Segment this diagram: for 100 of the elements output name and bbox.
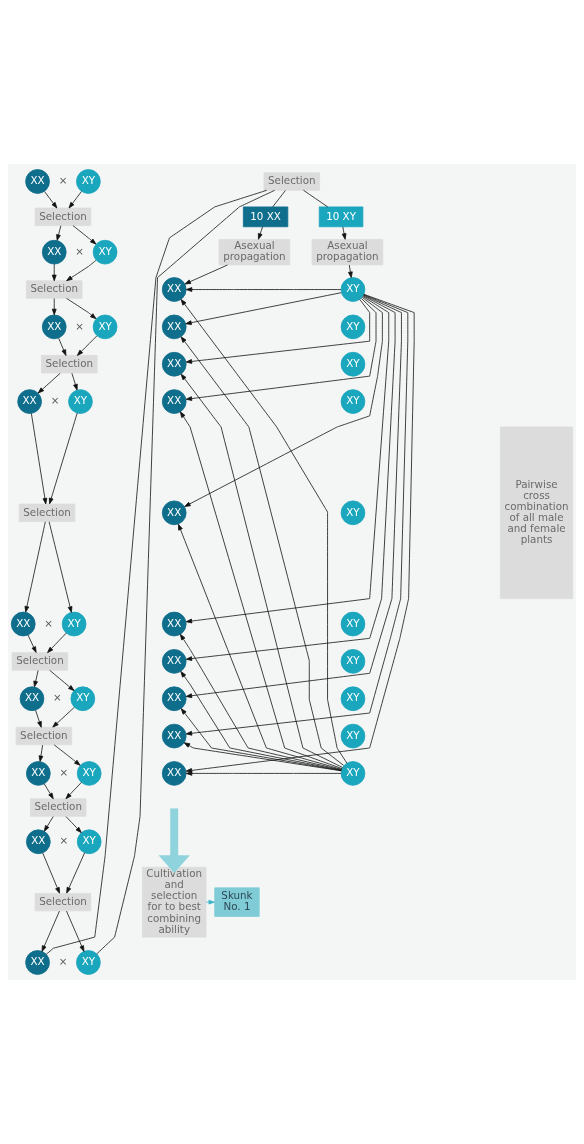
label: × [75, 319, 84, 332]
connector [272, 190, 286, 208]
arrow [47, 632, 67, 653]
node-circle: XY [340, 686, 366, 712]
arrow [184, 264, 228, 285]
node-box: Cultivation and selection for to best combining ability [142, 866, 207, 938]
arrow [38, 744, 44, 762]
node-box: Skunk No. 1 [214, 887, 260, 917]
arrow [42, 852, 60, 894]
arrow [180, 708, 342, 771]
node-circle: XX [19, 686, 45, 712]
node-box: Selection [34, 207, 92, 226]
label: × [53, 691, 62, 704]
arrow [348, 264, 353, 278]
arrow [66, 260, 97, 282]
label: × [75, 244, 84, 257]
node-circle: XX [161, 277, 187, 302]
node-circle: XY [76, 169, 101, 194]
arrow [178, 523, 343, 770]
arrow [52, 707, 75, 728]
arrow [72, 225, 97, 245]
node-circle: XX [161, 649, 187, 674]
arrow [180, 671, 342, 771]
arrow [35, 710, 42, 728]
node-box: Selection [15, 726, 73, 746]
node-box: Asexual propagation [311, 239, 384, 266]
arrow [205, 899, 215, 905]
node-box: Selection [11, 652, 69, 671]
arrow [43, 816, 54, 832]
arrow [185, 297, 377, 401]
node-circle: XX [161, 611, 187, 637]
node-circle: XY [340, 611, 366, 637]
node-circle: XX [161, 389, 187, 414]
arrow [53, 744, 81, 766]
arrow [51, 263, 57, 282]
node-circle: XX [41, 314, 67, 340]
arrow [66, 297, 97, 320]
connector [45, 189, 268, 955]
label: × [59, 766, 69, 779]
connector [96, 189, 276, 955]
arrow [48, 521, 73, 613]
node-circle: XY [340, 500, 366, 526]
label: × [58, 955, 68, 968]
node-circle: XX [41, 239, 67, 265]
node-circle: XY [340, 723, 366, 749]
node-box: Selection [34, 893, 92, 912]
arrow [24, 521, 46, 613]
arrow [65, 782, 82, 800]
node-circle: XY [340, 314, 366, 340]
node-circle: XX [17, 389, 42, 414]
node-circle: XX [25, 950, 50, 975]
node-box: 10 XX [242, 206, 289, 228]
label: × [44, 616, 53, 629]
node-box: Pairwise cross combination of all male and female plants [499, 426, 574, 599]
arrow [56, 225, 62, 241]
node-box: Selection [30, 798, 87, 817]
node-circle: XY [76, 829, 102, 855]
arrow [44, 191, 58, 209]
label: × [50, 394, 60, 407]
arrow [37, 372, 61, 394]
node-circle: XX [25, 169, 50, 194]
arrow [51, 298, 57, 316]
arrow [33, 670, 39, 688]
node-box: 10 XY [318, 206, 364, 228]
arrow [30, 413, 48, 505]
node-circle: XX [161, 351, 187, 377]
node-circle: XY [68, 389, 93, 414]
node-circle: XX [161, 686, 187, 712]
node-circle: XX [10, 611, 36, 637]
connector [303, 189, 329, 208]
arrow [76, 335, 98, 356]
arrow [65, 816, 82, 833]
node-circle: XX [26, 761, 51, 786]
node-circle: XX [26, 829, 51, 855]
arrow [257, 226, 263, 240]
label: × [59, 834, 69, 847]
arrow [179, 633, 342, 771]
arrow [41, 910, 60, 952]
arrow [185, 299, 371, 364]
node-circle: XX [161, 314, 187, 340]
arrow [43, 783, 54, 800]
arrow [184, 296, 383, 507]
node-circle: XY [340, 351, 366, 377]
node-circle: XX [161, 723, 187, 749]
arrow [71, 372, 78, 391]
node-box: Selection [263, 172, 320, 191]
arrow [49, 669, 75, 691]
node-circle: XY [61, 611, 87, 637]
arrow [48, 412, 78, 505]
arrow [66, 910, 85, 952]
arrow [185, 771, 342, 776]
node-circle: XY [340, 277, 366, 302]
arrow [66, 852, 85, 894]
node-circle: XY [340, 389, 366, 414]
arrow [58, 337, 67, 356]
node-circle: XY [340, 649, 366, 674]
node-circle: XY [340, 761, 366, 786]
arrow [185, 292, 342, 325]
arrow [185, 287, 342, 292]
arrow [341, 226, 347, 240]
